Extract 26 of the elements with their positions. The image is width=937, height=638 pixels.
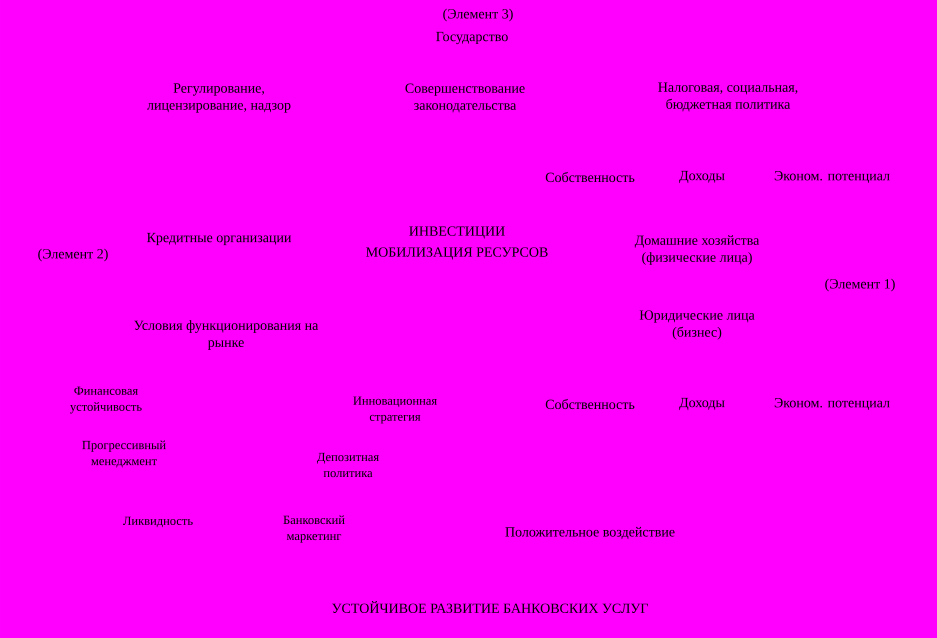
text-label: Регулирование, лицензирование, надзор <box>147 83 290 113</box>
text-label: Ликвидность <box>123 516 193 528</box>
text-label: Положительное воздействие <box>505 526 675 540</box>
text-label: Доходы <box>679 170 725 184</box>
text-label: Налоговая, социальная, бюджетная политика <box>658 82 798 112</box>
text-label: Условия функционирования на рынке <box>134 320 318 350</box>
text-label: Финансовая устойчивость <box>70 386 142 414</box>
entity-heading: Домашние хозяйства (физические лица) <box>634 235 760 265</box>
text-label: Эконом. потенциал <box>774 398 890 410</box>
text-label: Совершенствование законодательства <box>405 84 525 112</box>
result-heading: УСТОЙЧИВОЕ РАЗВИТИЕ БАНКОВСКИХ УСЛУГ <box>332 601 648 614</box>
text-label: Банковский маркетинг <box>283 515 345 543</box>
element-tag: (Элемент 3) <box>443 8 513 22</box>
text-label: Собственность <box>546 172 634 182</box>
text-label: Доходы <box>679 398 725 410</box>
text-label: Эконом. потенциал <box>774 171 890 183</box>
element-tag: (Элемент 1) <box>825 278 895 292</box>
text-label: Инновационная стратегия <box>353 396 437 424</box>
text-label: Депозитная политика <box>316 452 379 478</box>
element-tag: (Элемент 2) <box>38 248 108 262</box>
text-label: Прогрессивный менеджмент <box>82 440 166 468</box>
entity-heading: Юридические лица (бизнес) <box>640 310 755 340</box>
text-label: Собственность <box>546 398 634 410</box>
entity-heading: Кредитные организации <box>146 232 292 246</box>
central-heading: ИНВЕСТИЦИИ МОБИЛИЗАЦИЯ РЕСУРСОВ <box>366 226 548 260</box>
entity-heading: Государство <box>436 32 508 44</box>
